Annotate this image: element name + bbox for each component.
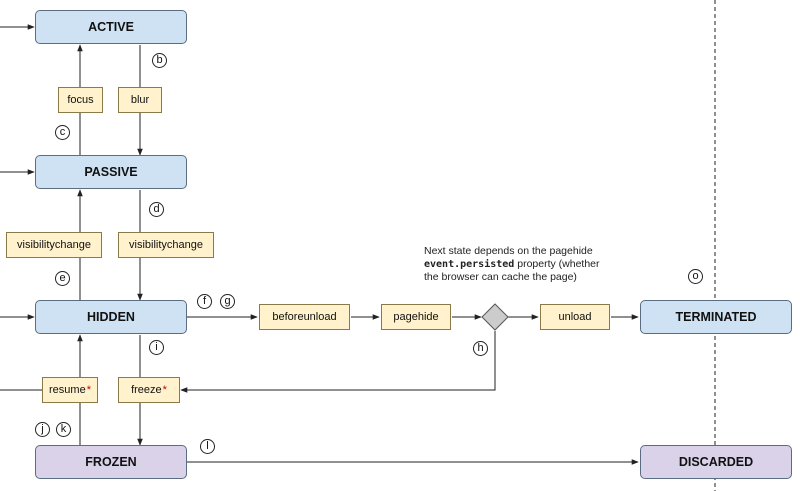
event-resume-label: resume <box>49 384 86 396</box>
event-focus: focus <box>58 87 103 113</box>
event-blur: blur <box>118 87 162 113</box>
state-passive: PASSIVE <box>35 155 187 189</box>
state-hidden: HIDDEN <box>35 300 187 334</box>
pagehide-note: Next state depends on the pagehide event… <box>424 245 654 284</box>
marker-j: j <box>35 422 50 437</box>
marker-f: f <box>197 294 212 309</box>
note-line-3: the browser can cache the page) <box>424 271 577 283</box>
note-line-1: Next state depends on the pagehide <box>424 245 593 257</box>
marker-i: i <box>149 340 164 355</box>
marker-b: b <box>152 53 167 68</box>
state-active: ACTIVE <box>35 10 187 44</box>
marker-d: d <box>149 202 164 217</box>
arrow-decision-to-freeze <box>180 331 496 393</box>
state-terminated: TERMINATED <box>640 300 792 334</box>
note-code: event.persisted <box>424 259 515 270</box>
marker-l: l <box>200 439 215 454</box>
state-discarded: DISCARDED <box>640 445 792 479</box>
decision-diamond <box>481 303 509 331</box>
marker-g: g <box>220 294 235 309</box>
marker-h: h <box>473 341 488 356</box>
marker-o: o <box>688 269 703 284</box>
marker-k: k <box>56 422 71 437</box>
event-freeze: freeze* <box>118 377 180 403</box>
marker-e: e <box>55 271 70 286</box>
note-line-2: event.persisted property (whether <box>424 258 654 271</box>
event-visibilitychange-down: visibilitychange <box>118 232 214 258</box>
event-unload: unload <box>540 304 610 330</box>
marker-c: c <box>55 125 70 140</box>
event-resume: resume* <box>42 377 98 403</box>
asterisk-footnote: * <box>162 384 167 396</box>
note-line-2-rest: property (whether <box>514 258 600 270</box>
state-frozen: FROZEN <box>35 445 187 479</box>
event-beforeunload: beforeunload <box>259 304 350 330</box>
event-pagehide: pagehide <box>381 304 451 330</box>
event-freeze-label: freeze <box>131 384 162 396</box>
event-visibilitychange-up: visibilitychange <box>6 232 102 258</box>
asterisk-footnote: * <box>86 384 91 396</box>
